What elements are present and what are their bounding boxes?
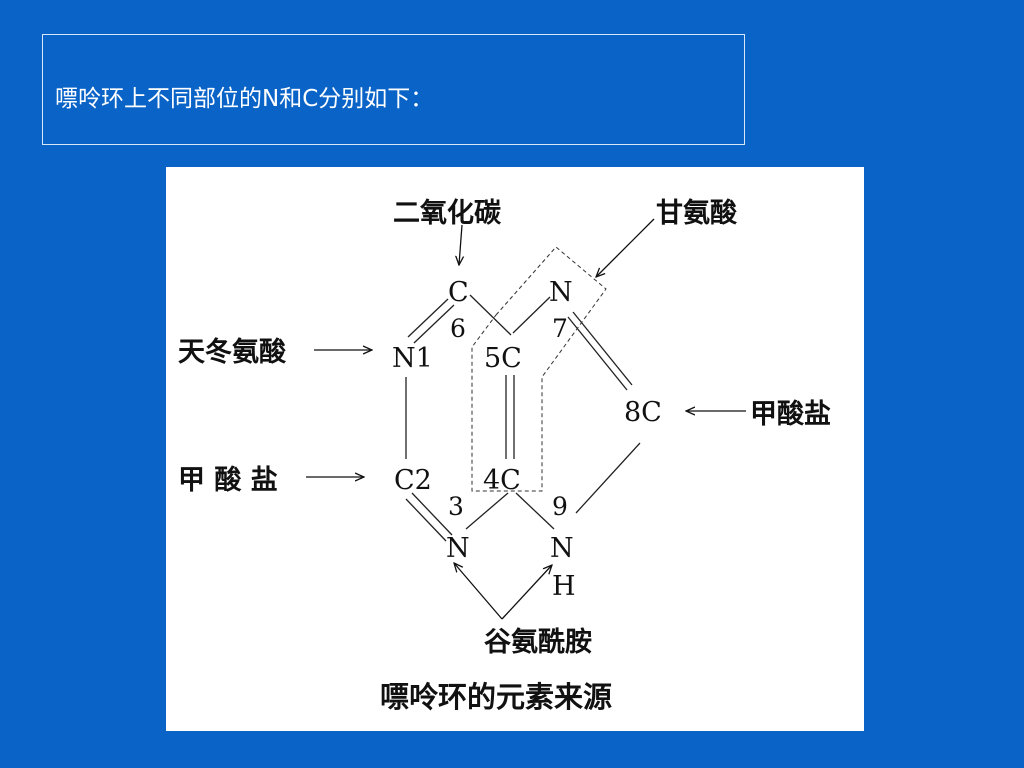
bond-n7-c8	[572, 311, 633, 386]
atom-n7: N	[549, 277, 573, 308]
bond-c6-c5	[469, 294, 512, 336]
atom-c4: 4C	[483, 465, 521, 496]
bond-c6-n1	[407, 298, 449, 338]
label-formate-right: 甲酸盐	[750, 399, 831, 430]
bond-n7-c8-double	[567, 316, 628, 391]
title-box: 嘌呤环上不同部位的N和C分别如下：	[42, 34, 745, 145]
arrow-co2	[459, 224, 462, 265]
atom-n3: N	[446, 533, 470, 564]
glycine-region-outline	[471, 246, 607, 492]
atom-c5: 5C	[484, 343, 522, 374]
atom-c6-number: 6	[450, 314, 466, 343]
label-glutamine: 谷氨酰胺	[484, 627, 592, 658]
atom-c6: C	[448, 277, 469, 308]
label-co2: 二氧化碳	[393, 198, 502, 229]
atom-n7-number: 7	[552, 314, 568, 343]
atom-h9: H	[552, 571, 576, 602]
label-formate-left: 甲 酸 盐	[178, 465, 278, 496]
diagram-canvas: 二氧化碳 甘氨酸 天冬氨酸 甲 酸 盐 甲酸盐 谷氨酰胺 C 6 N1 5C N…	[178, 198, 831, 714]
slide-title: 嘌呤环上不同部位的N和C分别如下：	[55, 86, 434, 112]
arrow-glycine	[596, 218, 655, 277]
ring-bonds	[405, 294, 641, 542]
bond-c2-n3-double	[405, 498, 447, 542]
arrow-glutamine-n3	[454, 563, 503, 620]
label-glycine: 甘氨酸	[656, 198, 738, 229]
bond-c5-n7	[512, 296, 551, 334]
atom-n9-number: 9	[552, 492, 568, 521]
bond-c8-n9	[575, 442, 641, 514]
arrow-glutamine-n9	[501, 565, 552, 620]
bond-c6-n1-double	[413, 304, 455, 344]
bond-n3-c4	[465, 492, 509, 530]
atom-n9: N	[550, 533, 574, 564]
figure-caption: 嘌呤环的元素来源	[380, 680, 612, 714]
atom-n3-number: 3	[448, 492, 464, 521]
source-arrows	[306, 218, 746, 620]
atom-n1: N1	[392, 343, 433, 374]
bond-c2-n3	[411, 492, 453, 536]
atom-c2: C2	[394, 465, 432, 496]
bond-c4-n9	[515, 492, 555, 530]
label-aspartate: 天冬氨酸	[178, 336, 287, 368]
atom-c8: 8C	[624, 397, 662, 428]
purine-source-diagram: 二氧化碳 甘氨酸 天冬氨酸 甲 酸 盐 甲酸盐 谷氨酰胺 C 6 N1 5C N…	[166, 167, 864, 731]
